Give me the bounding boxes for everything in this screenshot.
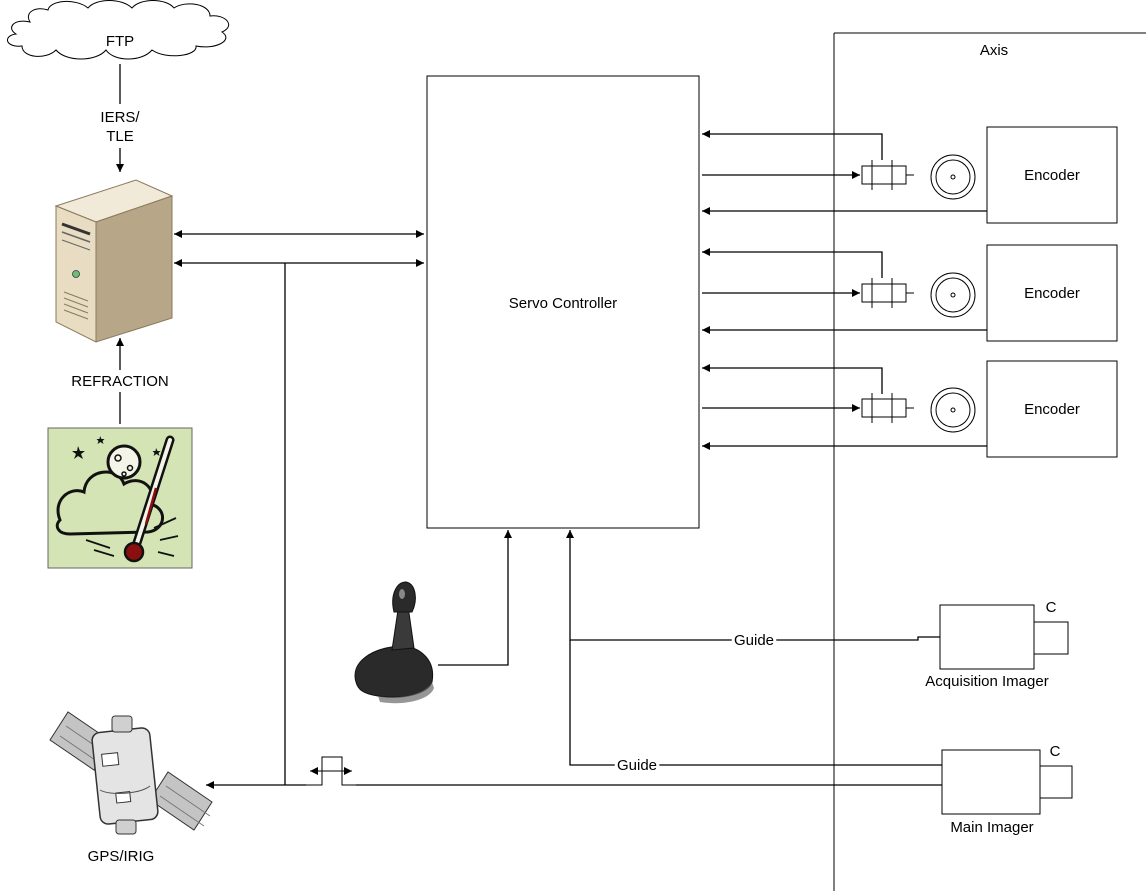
gps-label: GPS/IRIG xyxy=(88,848,155,865)
shaft-coupling-icon xyxy=(861,393,914,423)
encoder-label: Encoder xyxy=(1024,167,1080,184)
servo-controller-box xyxy=(426,75,700,529)
ftp-label: FTP xyxy=(106,33,134,50)
weather-thermometer-icon xyxy=(47,427,193,569)
motor-icon xyxy=(930,387,976,433)
pulse-signal-icon xyxy=(306,756,356,786)
axis-region: Axis xyxy=(833,32,1146,891)
motor-icon xyxy=(930,272,976,318)
shaft-coupling-icon xyxy=(861,160,914,190)
camera-c-label: C xyxy=(1046,599,1057,616)
main-guide-line xyxy=(569,640,942,766)
encoder-label: Encoder xyxy=(1024,401,1080,418)
motor-icon xyxy=(930,154,976,200)
encoder-channel-3: Encoder xyxy=(702,360,1118,458)
acquisition-imager: C Acquisition Imager xyxy=(925,599,1069,690)
joystick-icon xyxy=(354,530,512,704)
guide-label-acquisition: Guide xyxy=(734,632,774,649)
encoder-box xyxy=(986,126,1118,224)
server-computer-icon xyxy=(54,179,174,343)
encoder-channel-2: Encoder xyxy=(702,244,1118,342)
satellite-icon xyxy=(49,711,213,835)
shaft-coupling-icon xyxy=(861,278,914,308)
encoder-box xyxy=(986,360,1118,458)
encoder-box xyxy=(986,244,1118,342)
servo-controller-label: Servo Controller xyxy=(509,295,617,312)
iers-label-line2: TLE xyxy=(106,128,134,145)
refraction-label: REFRACTION xyxy=(71,373,169,390)
ftp-cloud-icon: FTP xyxy=(7,0,230,60)
encoder-label: Encoder xyxy=(1024,285,1080,302)
acquisition-guide-line xyxy=(566,530,940,641)
camera-c-label: C xyxy=(1050,743,1061,760)
iers-label-line1: IERS/ xyxy=(100,109,140,126)
axis-label: Axis xyxy=(980,42,1008,59)
acquisition-imager-label: Acquisition Imager xyxy=(925,673,1048,690)
guide-label-main: Guide xyxy=(617,757,657,774)
main-imager: C Main Imager xyxy=(941,743,1073,836)
encoder-channel-1: Encoder xyxy=(702,126,1118,224)
main-imager-label: Main Imager xyxy=(950,819,1033,836)
